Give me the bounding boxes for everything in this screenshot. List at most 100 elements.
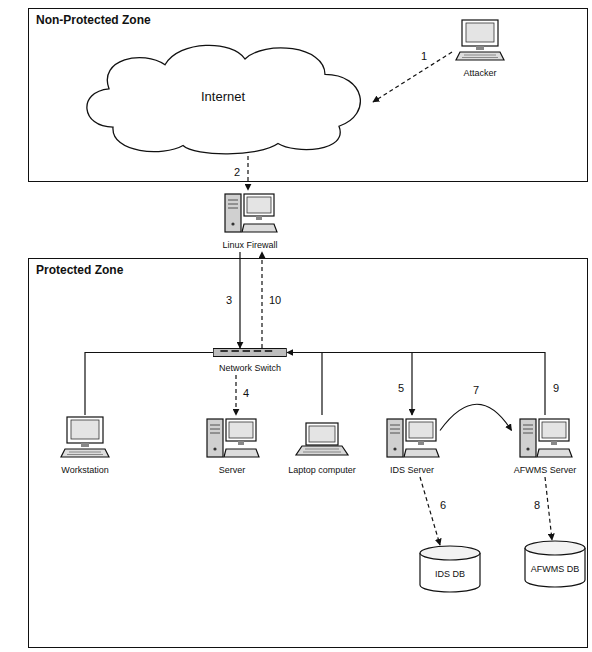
device-label: Network Switch xyxy=(219,363,281,374)
icon-outline xyxy=(67,452,103,455)
icon-part xyxy=(244,194,274,216)
icon-part xyxy=(81,443,89,447)
connector-arrow xyxy=(85,353,213,416)
step-number: 4 xyxy=(242,387,250,399)
server-node: AFWMS Server xyxy=(512,415,579,477)
zone-title: Non-Protected Zone xyxy=(36,13,151,27)
icon-outline xyxy=(220,350,272,352)
zone-region: Protected ZoneNetwork SwitchWorkstation S… xyxy=(28,258,588,648)
icon-part xyxy=(213,349,286,357)
icon-graphic xyxy=(213,348,287,357)
icon-part xyxy=(256,216,262,220)
icon-part xyxy=(476,46,484,50)
connector-arrow xyxy=(287,353,412,416)
connector-arrow xyxy=(235,375,236,415)
server-node: Server xyxy=(204,415,260,477)
connector-arrow xyxy=(287,353,322,416)
icon-graphic xyxy=(452,18,508,62)
icon-part xyxy=(207,419,223,457)
computer-node: Attacker xyxy=(452,18,508,80)
icon-part xyxy=(306,423,338,445)
step-number: 3 xyxy=(225,294,233,306)
icon-outline xyxy=(537,449,572,457)
icon-graphic xyxy=(204,415,260,459)
zone-title: Protected Zone xyxy=(36,263,123,277)
database-label: IDS DB xyxy=(435,569,465,579)
connector-arrow xyxy=(247,156,248,190)
connector-arrow xyxy=(545,477,552,540)
computer-node: Workstation xyxy=(57,415,113,477)
database-cylinder: IDS DB xyxy=(419,545,481,593)
icon-outline xyxy=(228,200,238,208)
step-number: 7 xyxy=(472,384,480,396)
server-node: IDS Server xyxy=(384,415,440,477)
zone-region: Non-Protected ZoneInternet Attacker xyxy=(28,8,588,182)
icon-part xyxy=(229,422,253,438)
icon-part xyxy=(226,419,256,441)
step-number: 9 xyxy=(552,382,560,394)
icon-outline xyxy=(61,449,109,457)
icon-graphic xyxy=(57,415,113,459)
icon-outline xyxy=(462,55,498,58)
device-label: Attacker xyxy=(463,68,496,79)
icon-part xyxy=(466,23,494,42)
database-top xyxy=(420,546,480,560)
step-number: 8 xyxy=(533,499,541,511)
switch-node: Network Switch xyxy=(213,348,287,375)
icon-dot xyxy=(526,447,529,450)
icon-outline xyxy=(87,45,360,154)
icon-part xyxy=(225,194,241,232)
icon-part xyxy=(551,441,557,445)
icon-outline xyxy=(224,449,259,457)
icon-outline xyxy=(210,425,220,433)
connector-arrow xyxy=(287,353,545,416)
icon-graphic xyxy=(222,190,278,234)
internet-cloud: Internet xyxy=(73,36,373,156)
icon-part xyxy=(520,419,536,457)
server-node: Linux Firewall xyxy=(220,190,280,252)
connector-arrow xyxy=(420,477,440,545)
step-number: 6 xyxy=(439,499,447,511)
connector-arrow xyxy=(261,252,262,348)
laptop-node: Laptop computer xyxy=(286,415,358,477)
device-label: Workstation xyxy=(61,465,108,476)
icon-part xyxy=(238,441,244,445)
icon-dot xyxy=(231,222,234,225)
icon-part xyxy=(418,441,424,445)
icon-part xyxy=(462,20,498,46)
icon-part xyxy=(409,422,433,438)
icon-graphic xyxy=(384,415,440,459)
icon-graphic xyxy=(294,415,350,459)
icon-outline xyxy=(296,446,348,455)
step-number: 2 xyxy=(233,166,241,178)
step-number: 10 xyxy=(268,294,282,306)
device-label: IDS Server xyxy=(390,465,434,476)
connector-arrow xyxy=(373,52,452,102)
icon-outline xyxy=(523,425,533,433)
icon-part xyxy=(71,420,99,439)
step-number: 5 xyxy=(397,382,405,394)
icon-part xyxy=(406,419,436,441)
icon-outline xyxy=(390,425,400,433)
icon-outline xyxy=(242,224,277,232)
icon-part xyxy=(67,417,103,443)
icon-part xyxy=(309,426,335,442)
icon-part xyxy=(247,197,271,213)
icon-dot xyxy=(213,447,216,450)
device-label: AFWMS Server xyxy=(514,465,577,476)
icon-part xyxy=(539,419,569,441)
database-top xyxy=(525,541,585,555)
icon-part xyxy=(542,422,566,438)
cloud-label: Internet xyxy=(201,89,245,104)
device-label: Server xyxy=(219,465,246,476)
step-number: 1 xyxy=(420,50,428,62)
database-label: AFWMS DB xyxy=(531,564,580,574)
icon-outline xyxy=(404,449,439,457)
icon-outline xyxy=(303,449,341,452)
device-label: Laptop computer xyxy=(288,465,356,476)
database-cylinder: AFWMS DB xyxy=(524,540,586,588)
device-label: Linux Firewall xyxy=(222,240,277,251)
icon-dot xyxy=(393,447,396,450)
